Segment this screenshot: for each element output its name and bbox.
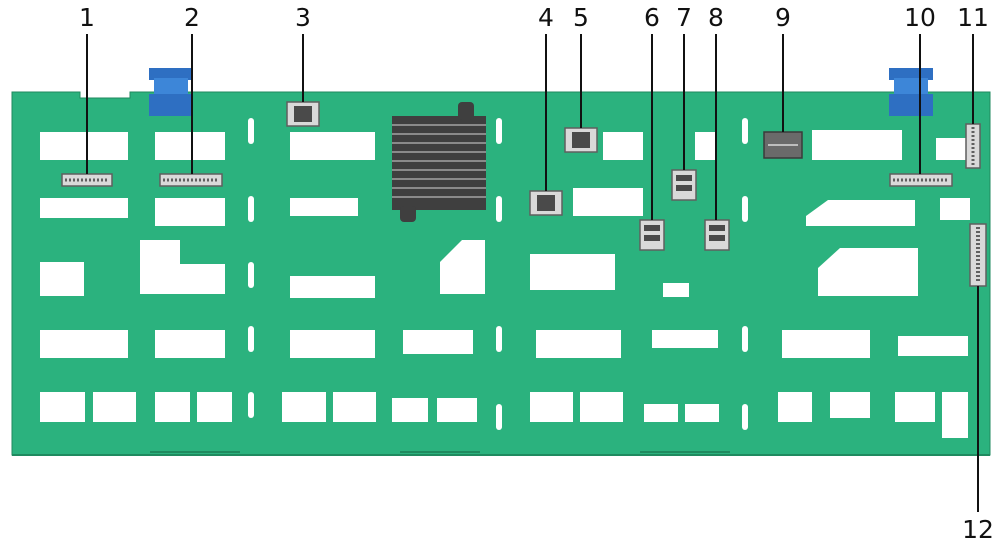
connector-2 (159, 173, 223, 187)
cutout (290, 198, 358, 216)
slot (496, 118, 502, 144)
callout-leaders (86, 34, 979, 512)
cutout (403, 330, 473, 354)
cutout (652, 330, 718, 348)
cutout (40, 262, 84, 296)
cutout (940, 198, 970, 220)
cutout (685, 404, 719, 422)
connector-6 (639, 219, 665, 251)
left-latch[interactable] (149, 68, 193, 116)
cutout (290, 132, 375, 160)
callout-4: 4 (538, 3, 554, 32)
connector-8 (704, 219, 730, 251)
connector-7 (671, 169, 697, 201)
cutout (197, 392, 232, 422)
slot (248, 196, 254, 222)
cutout (440, 240, 485, 294)
slot (248, 262, 254, 288)
connector-3 (286, 101, 320, 127)
callout-6: 6 (644, 3, 660, 32)
cutout (40, 198, 128, 218)
callout-9: 9 (775, 3, 791, 32)
right-latch[interactable] (889, 68, 933, 116)
cutout (40, 330, 128, 358)
cutout (936, 138, 966, 160)
cutout (663, 283, 689, 297)
cutout (290, 330, 375, 358)
callout-1: 1 (79, 3, 95, 32)
callout-labels: 1 2 3 4 5 6 7 8 9 10 11 12 (79, 3, 994, 544)
callout-12: 12 (962, 515, 994, 544)
connector-10 (889, 173, 953, 187)
cutout (644, 404, 678, 422)
cutout (806, 200, 915, 226)
cutout (155, 392, 190, 422)
cutout (530, 392, 573, 422)
slot (496, 196, 502, 222)
slot (248, 392, 254, 418)
callout-11: 11 (957, 3, 989, 32)
slot (496, 404, 502, 430)
cutout (818, 248, 918, 296)
cutout (536, 330, 621, 358)
slot (742, 326, 748, 352)
cutout (40, 132, 128, 160)
slot (248, 326, 254, 352)
callout-5: 5 (573, 3, 589, 32)
callout-10: 10 (904, 3, 936, 32)
cutout (155, 198, 225, 226)
cutout (437, 398, 477, 422)
callout-3: 3 (295, 3, 311, 32)
board-bottom-edge (12, 451, 990, 456)
cutout (895, 392, 935, 422)
connector-5 (564, 127, 598, 153)
cutout (290, 276, 375, 298)
cutout (93, 392, 136, 422)
cutout (333, 392, 376, 422)
connector-11 (965, 123, 981, 169)
cutout (155, 330, 225, 358)
cutout (282, 392, 326, 422)
cutout (898, 336, 968, 356)
cutout (942, 392, 968, 438)
cutout (830, 392, 870, 418)
slot (248, 118, 254, 144)
cutout (40, 392, 85, 422)
cutout (782, 330, 870, 358)
cutout (695, 132, 717, 160)
cutout (573, 188, 643, 216)
slot (496, 326, 502, 352)
connector-4 (529, 190, 563, 216)
callout-2: 2 (184, 3, 200, 32)
slot (742, 118, 748, 144)
cutout (580, 392, 623, 422)
cutout (778, 392, 812, 422)
slot (742, 404, 748, 430)
connector-1 (61, 173, 113, 187)
cutout (392, 398, 428, 422)
cutout (140, 240, 225, 294)
slot (742, 196, 748, 222)
callout-7: 7 (676, 3, 692, 32)
connector-9 (763, 131, 803, 159)
board-cutouts (40, 118, 970, 438)
heatsink (392, 102, 486, 222)
cutout (812, 130, 902, 160)
cutout (603, 132, 643, 160)
cutout (530, 254, 615, 290)
cutout (155, 132, 225, 160)
callout-8: 8 (708, 3, 724, 32)
connector-12 (969, 223, 987, 287)
